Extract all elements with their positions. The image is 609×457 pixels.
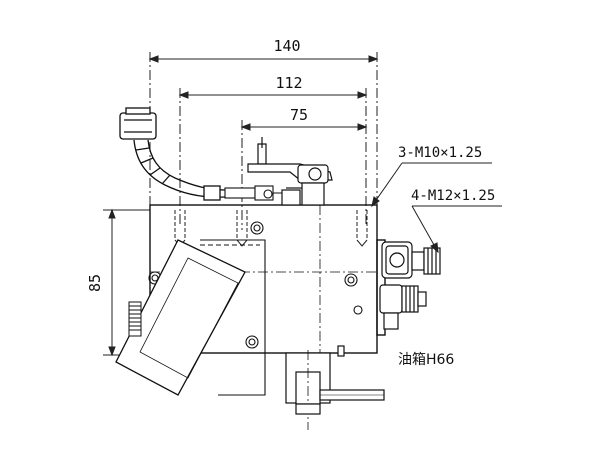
bracket-plate xyxy=(200,239,266,396)
dimension-140-label: 140 xyxy=(273,37,300,55)
lever-assembly xyxy=(247,137,333,206)
leader-m10 xyxy=(371,162,492,208)
thread-m12-label: 4-M12×1.25 xyxy=(411,188,495,204)
fitting-upper xyxy=(381,241,441,279)
knurled-knob xyxy=(128,301,142,337)
cable xyxy=(133,139,226,201)
dimension-85-label: 85 xyxy=(86,274,104,292)
top-threaded-holes xyxy=(174,210,368,247)
connector-plug xyxy=(119,107,157,140)
fitting-lower xyxy=(379,284,427,330)
dimension-112-label: 112 xyxy=(275,74,302,92)
tank-label: 油箱H66 xyxy=(398,352,454,368)
bottom-shaft xyxy=(285,345,385,430)
leader-m12 xyxy=(411,205,502,254)
dimension-75-label: 75 xyxy=(290,106,308,124)
dimension-112 xyxy=(178,88,368,225)
thread-m10-label: 3-M10×1.25 xyxy=(398,145,482,161)
dimension-75 xyxy=(240,120,368,230)
cable-clamp xyxy=(224,185,300,201)
